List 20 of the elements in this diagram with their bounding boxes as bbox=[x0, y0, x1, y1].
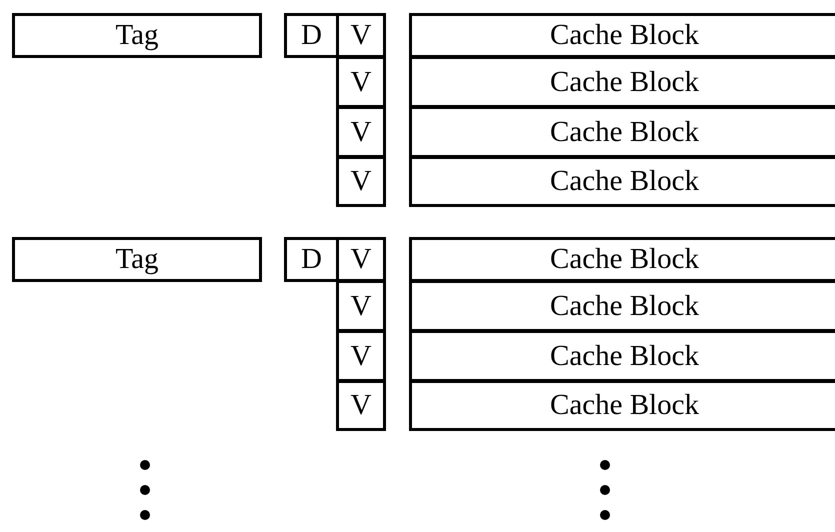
valid-bit-field: V bbox=[336, 106, 386, 158]
cache-block-field: Cache Block bbox=[409, 13, 835, 58]
cache-block-field: Cache Block bbox=[409, 330, 835, 382]
cache-block-field: Cache Block bbox=[409, 380, 835, 431]
valid-bit-field: V bbox=[336, 280, 386, 332]
tag-field: Tag bbox=[12, 13, 262, 58]
valid-bit-field: V bbox=[336, 156, 386, 207]
cache-block-field: Cache Block bbox=[409, 156, 835, 207]
cache-block-field: Cache Block bbox=[409, 106, 835, 158]
dirty-bit-field: D bbox=[284, 13, 339, 58]
tag-field: Tag bbox=[12, 237, 262, 282]
valid-bit-field: V bbox=[336, 13, 386, 58]
dirty-bit-field: D bbox=[284, 237, 339, 282]
valid-bit-field: V bbox=[336, 330, 386, 382]
cache-block-field: Cache Block bbox=[409, 237, 835, 282]
valid-bit-field: V bbox=[336, 237, 386, 282]
cache-block-field: Cache Block bbox=[409, 56, 835, 108]
valid-bit-field: V bbox=[336, 380, 386, 431]
valid-bit-field: V bbox=[336, 56, 386, 108]
cache-block-field: Cache Block bbox=[409, 280, 835, 332]
